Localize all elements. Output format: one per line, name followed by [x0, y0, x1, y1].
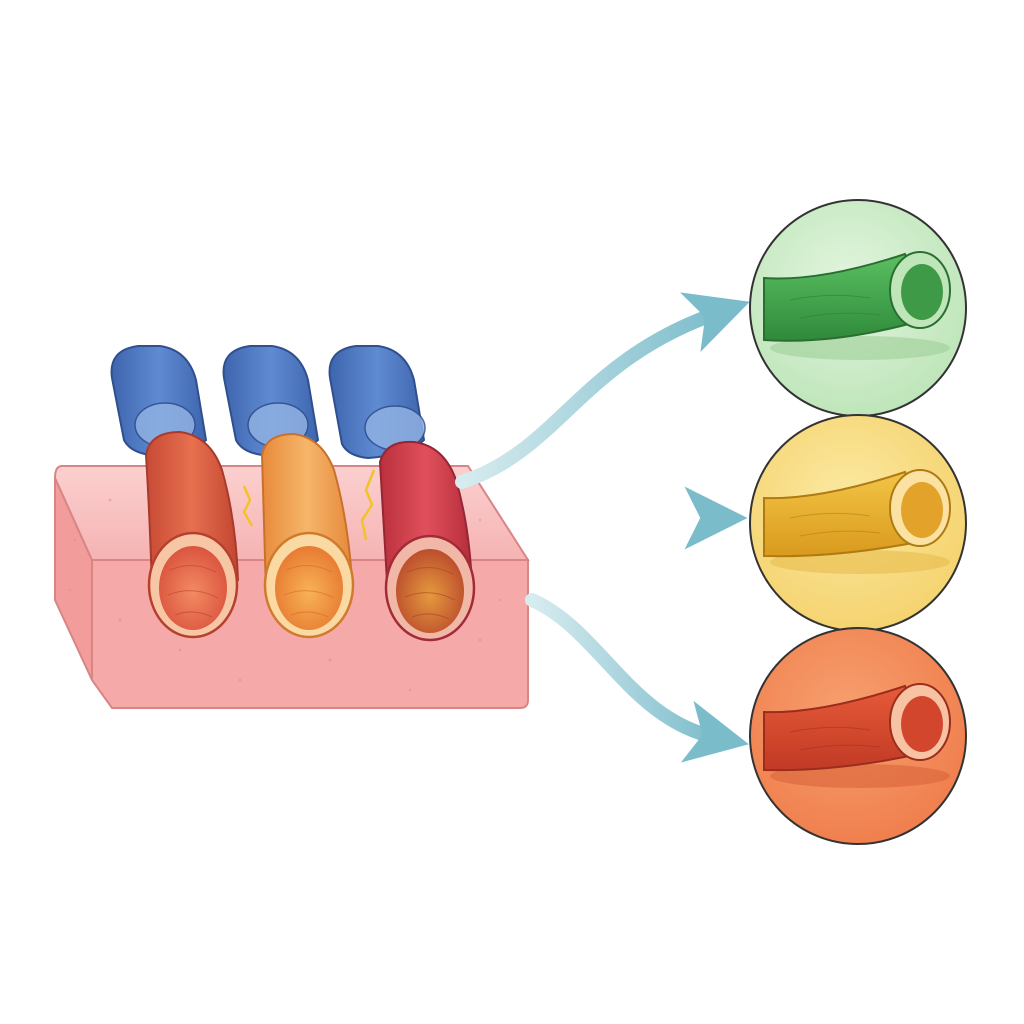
outcome-orange: [749, 627, 967, 845]
vessel-red: [110, 345, 240, 639]
vessel-crimson: [328, 345, 476, 642]
arrow-upper: [455, 292, 750, 489]
outcome-green: [749, 199, 967, 417]
leak-mark-left: [242, 485, 254, 527]
leak-mark-right: [360, 469, 376, 541]
vessel-orange: [222, 345, 355, 639]
outcome-yellow: [749, 414, 967, 632]
arrow-lower: [525, 593, 749, 763]
